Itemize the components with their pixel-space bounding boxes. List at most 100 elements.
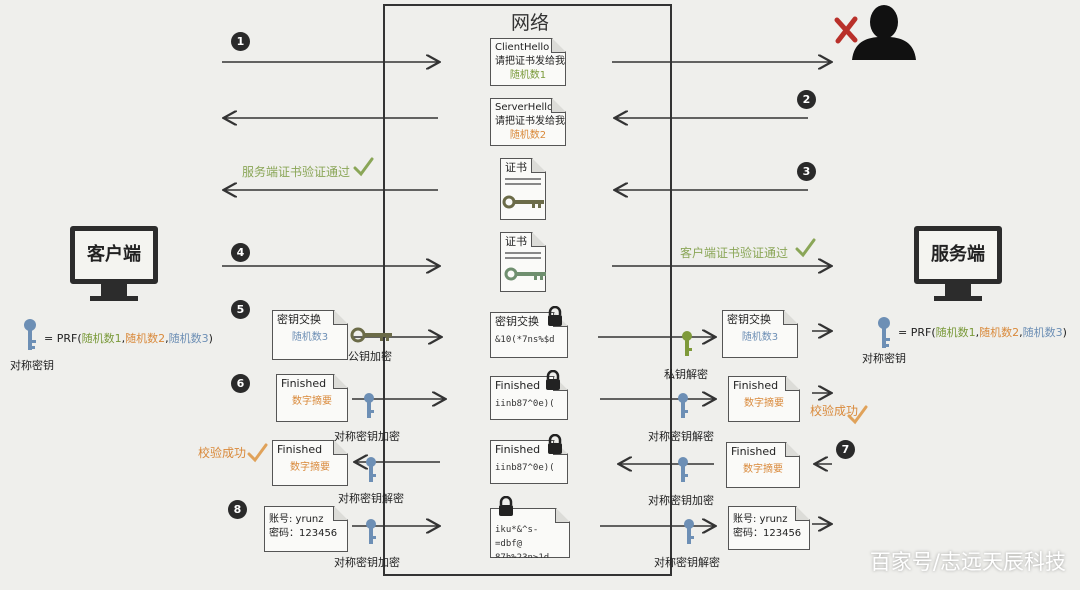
- prf-suffix: ): [1062, 326, 1067, 339]
- finished-client-doc-6: Finished 数字摘要: [276, 374, 348, 422]
- doc-title: Finished: [495, 443, 541, 456]
- key-icon: [504, 266, 550, 281]
- doc-random: 随机数3: [291, 332, 329, 343]
- doc-title: 证书: [505, 235, 527, 248]
- key-icon: [682, 518, 696, 548]
- monitor-stand: [945, 284, 971, 296]
- doc-random: 随机数3: [741, 332, 779, 343]
- doc-cipher: iinb87^0e)(: [495, 399, 555, 409]
- doc-title: Finished: [281, 377, 327, 390]
- prf-random-3: 随机数3: [1022, 326, 1063, 339]
- server-verify-ok-label: 校验成功: [810, 404, 859, 418]
- key-icon: [676, 456, 690, 486]
- prf-prefix: = PRF(: [898, 326, 936, 339]
- doc-account-pass: 密码：123456: [269, 528, 338, 539]
- key-exchange-client-doc: 密钥交换 随机数3: [272, 310, 348, 360]
- client-sym-key-label: 对称密钥: [10, 359, 54, 372]
- client-prf-formula: = PRF(随机数1,随机数2,随机数3): [44, 330, 213, 346]
- check-icon: [794, 237, 816, 259]
- sym-encrypt-label-6: 对称密钥加密: [334, 430, 400, 443]
- step-badge-3: 3: [797, 162, 816, 181]
- prf-random-1: 随机数1: [935, 326, 976, 339]
- lock-icon: [544, 369, 562, 390]
- prf-random-3: 随机数3: [168, 332, 209, 345]
- person-icon: [848, 2, 920, 60]
- prf-prefix: = PRF(: [44, 332, 82, 345]
- doc-title: 密钥交换: [727, 313, 771, 326]
- certificate-doc-3: 证书: [500, 158, 546, 220]
- step-badge-6: 6: [231, 374, 250, 393]
- network-boundary: [383, 4, 672, 576]
- key-icon: [676, 392, 690, 422]
- prf-separator: ,: [975, 326, 980, 339]
- server-hello-doc: ServerHello 请把证书发给我 随机数2: [490, 98, 566, 146]
- account-server-doc: 账号: yrunz 密码：123456: [728, 506, 810, 550]
- step-badge-2: 2: [797, 90, 816, 109]
- client-cert-verified-label: 客户端证书验证通过: [680, 246, 789, 260]
- key-icon: [350, 327, 396, 343]
- doc-title: 证书: [505, 161, 527, 174]
- account-client-doc: 账号: yrunz 密码：123456: [264, 506, 348, 552]
- key-exchange-server-doc: 密钥交换 随机数3: [722, 310, 798, 358]
- doc-title: Finished: [495, 379, 541, 392]
- sym-encrypt-label-8: 对称密钥加密: [334, 556, 400, 569]
- doc-title: Finished: [731, 445, 777, 458]
- doc-title: Finished: [733, 379, 779, 392]
- privkey-decrypt-label: 私钥解密: [664, 368, 708, 381]
- client-hello-doc: ClientHello 请把证书发给我 随机数1: [490, 38, 566, 86]
- lock-icon: [546, 305, 564, 326]
- prf-suffix: ): [208, 332, 213, 345]
- key-icon: [502, 194, 548, 209]
- step-badge-1: 1: [231, 32, 250, 51]
- server-monitor: 服务端: [914, 226, 1002, 301]
- finished-server-doc-6: Finished 数字摘要: [728, 376, 800, 422]
- doc-line: [505, 252, 541, 254]
- server-cert-verified-label: 服务端证书验证通过: [242, 165, 351, 179]
- finished-client-doc-7: Finished 数字摘要: [272, 440, 348, 486]
- doc-digest: 数字摘要: [744, 398, 784, 409]
- lock-icon: [546, 433, 564, 454]
- server-label: 服务端: [914, 226, 1002, 284]
- doc-cipher: &10(*7ns%$d: [495, 335, 555, 345]
- step-badge-7: 7: [836, 440, 855, 459]
- client-monitor: 客户端: [70, 226, 158, 301]
- client-verify-ok-label: 校验成功: [198, 446, 247, 460]
- step-badge-8: 8: [228, 500, 247, 519]
- key-icon: [876, 316, 892, 352]
- doc-title: Finished: [277, 443, 323, 456]
- doc-title: 密钥交换: [277, 313, 321, 326]
- server-prf-formula: = PRF(随机数1,随机数2,随机数3): [898, 324, 1067, 340]
- sym-decrypt-label-8: 对称密钥解密: [654, 556, 720, 569]
- monitor-base: [90, 296, 138, 301]
- doc-line: [505, 257, 541, 259]
- key-icon: [680, 330, 694, 360]
- doc-random: 随机数2: [509, 130, 547, 141]
- doc-line: 请把证书发给我: [495, 116, 565, 127]
- step-badge-5: 5: [231, 300, 250, 319]
- certificate-doc-4: 证书: [500, 232, 546, 292]
- prf-random-2: 随机数2: [125, 332, 166, 345]
- doc-digest: 数字摘要: [292, 396, 332, 407]
- finished-server-doc-7: Finished 数字摘要: [726, 442, 800, 488]
- check-icon: [352, 156, 374, 178]
- doc-digest: 数字摘要: [290, 462, 330, 473]
- watermark: 百家号/志远天辰科技: [869, 550, 1066, 574]
- network-title: 网络: [510, 12, 549, 34]
- prf-separator: ,: [165, 332, 169, 345]
- step-badge-4: 4: [231, 243, 250, 262]
- prf-random-1: 随机数1: [81, 332, 122, 345]
- pubkey-encrypt-label: 公钥加密: [348, 350, 392, 363]
- lock-icon: [497, 495, 515, 516]
- check-icon: [246, 442, 268, 464]
- sym-decrypt-label-6: 对称密钥解密: [648, 430, 714, 443]
- prf-separator: ,: [1019, 326, 1023, 339]
- doc-cipher: iku*&^s-=dbf@: [495, 525, 539, 549]
- doc-account-user: 账号: yrunz: [269, 514, 324, 525]
- key-icon: [364, 518, 378, 548]
- key-icon: [362, 392, 376, 422]
- prf-random-2: 随机数2: [979, 326, 1020, 339]
- doc-line: [505, 178, 541, 180]
- doc-account-pass: 密码：123456: [733, 528, 802, 539]
- monitor-base: [934, 296, 982, 301]
- doc-cipher: iinb87^0e)(: [495, 463, 555, 473]
